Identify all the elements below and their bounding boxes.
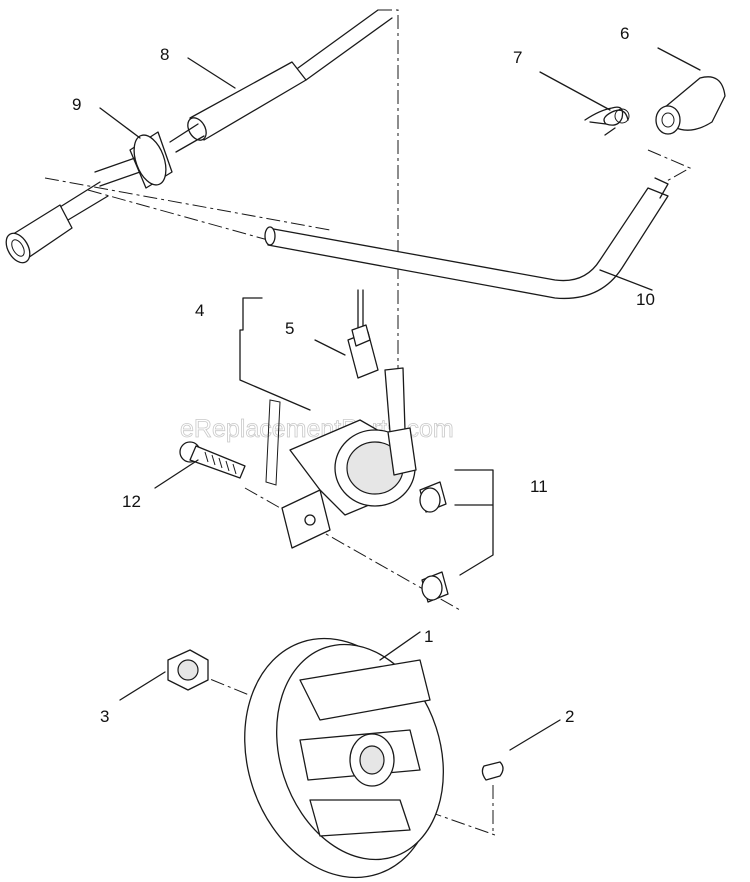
part-12-screw xyxy=(179,441,246,479)
callout-5: 5 xyxy=(285,319,294,338)
part-10-lead xyxy=(264,177,669,300)
callout-labels: 1 2 3 4 5 6 7 8 9 10 11 12 xyxy=(72,24,655,726)
part-1-flywheel xyxy=(244,637,444,879)
part-3-nut xyxy=(167,649,209,691)
part-2-key xyxy=(481,761,504,781)
part-4-module xyxy=(265,367,417,549)
part-6-boot xyxy=(655,76,726,135)
callout-3: 3 xyxy=(100,707,109,726)
part-9-grommet xyxy=(5,131,173,264)
callout-9: 9 xyxy=(72,95,81,114)
callout-2: 2 xyxy=(565,707,574,726)
callout-12: 12 xyxy=(122,492,141,511)
callout-10: 10 xyxy=(636,290,655,309)
callout-6: 6 xyxy=(620,24,629,43)
part-8-cable xyxy=(169,9,393,153)
part-7-spring xyxy=(584,106,630,136)
part-11-spacer-b xyxy=(421,571,449,603)
part-5-terminal xyxy=(347,289,379,379)
callout-4: 4 xyxy=(195,301,204,320)
callout-8: 8 xyxy=(160,45,169,64)
part-11-spacer-a xyxy=(419,481,447,513)
callout-11: 11 xyxy=(530,477,548,496)
callout-7: 7 xyxy=(513,48,522,67)
callout-1: 1 xyxy=(424,627,433,646)
leader-lines xyxy=(99,47,701,751)
